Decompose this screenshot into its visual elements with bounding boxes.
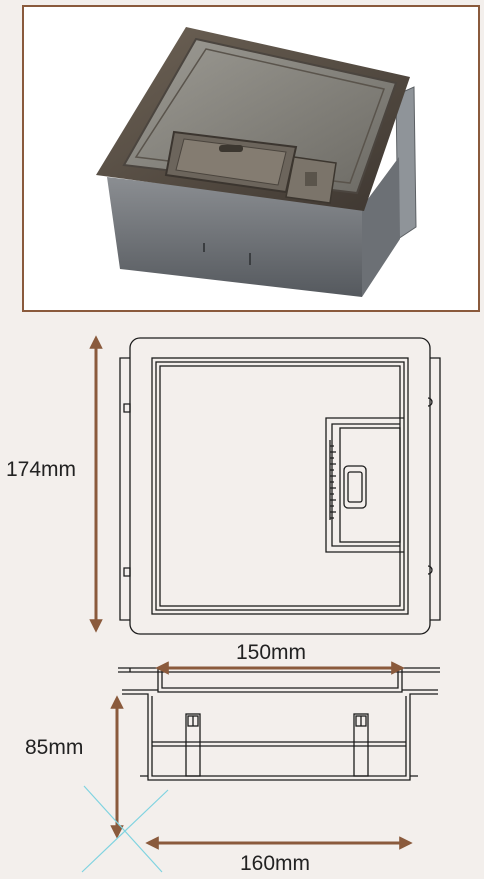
inner-width-dimension-label: 150mm [236, 641, 307, 664]
depth-dimension-label: 85mm [25, 736, 84, 759]
box-width-dimension-label: 160mm [240, 852, 311, 875]
floor-box-photo-icon [96, 27, 417, 297]
product-photo-frame [22, 5, 480, 312]
cross-mark-icon [81, 785, 169, 873]
height-dimension-label: 174mm [6, 458, 77, 481]
floor-box-top-view-drawing-icon [119, 337, 441, 635]
floor-box-side-view-drawing-icon [118, 667, 440, 781]
